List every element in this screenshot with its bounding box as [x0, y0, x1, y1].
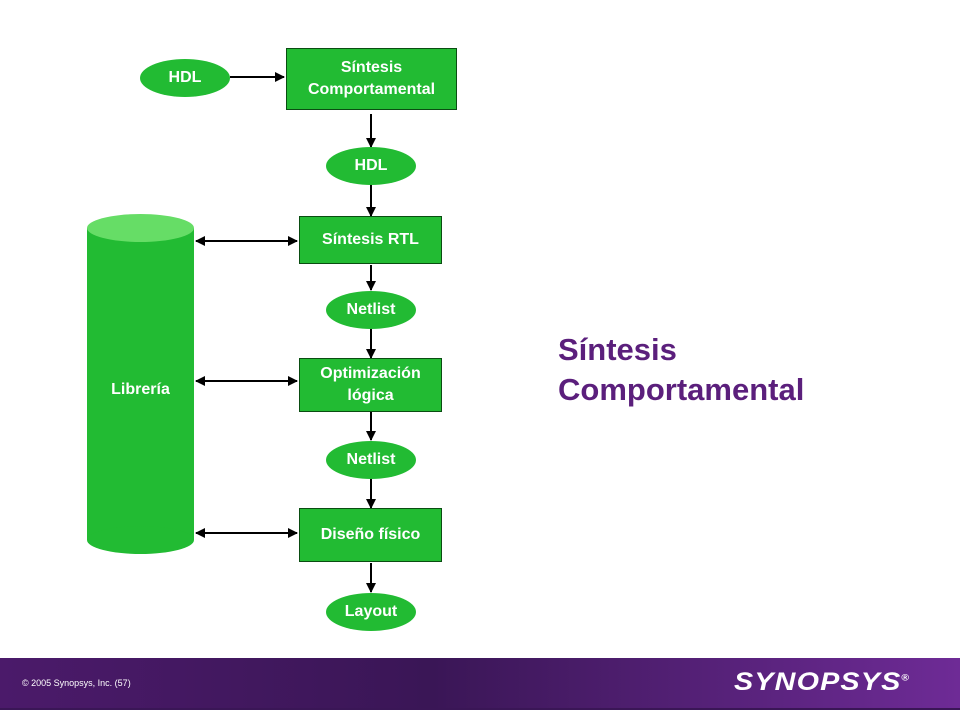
- flow-diagram: [87, 72, 376, 593]
- sintesis-comportamental-box: Síntesis Comportamental: [286, 48, 457, 110]
- footer-bar: © 2005 Synopsys, Inc. (57) SYNOPSYS®: [0, 658, 960, 708]
- diseno-fisico-box: Diseño físico: [299, 508, 442, 562]
- layout-node: Layout: [326, 593, 416, 631]
- synopsys-logo: SYNOPSYS®: [734, 668, 910, 697]
- hdl-input-node: HDL: [140, 59, 230, 97]
- optimizacion-logica-box: Optimización lógica: [299, 358, 442, 412]
- hdl-mid-node: HDL: [326, 147, 416, 185]
- libreria-cylinder: [87, 214, 194, 554]
- sintesis-rtl-box: Síntesis RTL: [299, 216, 442, 264]
- registered-mark: ®: [901, 672, 910, 683]
- footer-divider: [0, 708, 960, 710]
- slide-title: Síntesis Comportamental: [558, 332, 805, 407]
- copyright-text: © 2005 Synopsys, Inc. (57): [22, 678, 131, 688]
- libreria-label: Librería: [111, 381, 170, 398]
- netlist-2-node: Netlist: [326, 441, 416, 479]
- netlist-1-node: Netlist: [326, 291, 416, 329]
- synopsys-logo-text: SYNOPSYS: [733, 668, 902, 696]
